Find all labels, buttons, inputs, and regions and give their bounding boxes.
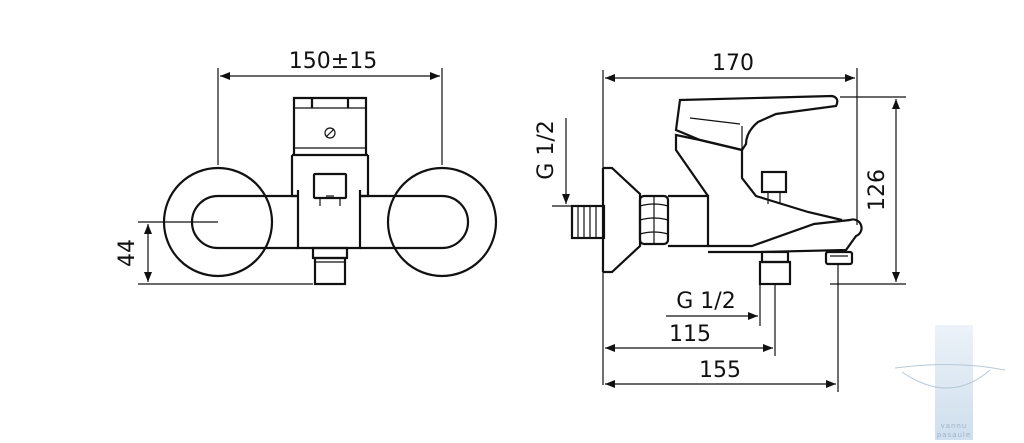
right-eccentric-connector — [360, 166, 498, 278]
side-height-dimension: 126 — [830, 96, 906, 285]
mixer-body-side — [668, 94, 863, 286]
side-height-label: 126 — [865, 169, 890, 211]
front-width-label: 150±15 — [289, 49, 377, 74]
front-width-dimension: 150±15 — [217, 49, 443, 165]
outlet-thread-dimension: G 1/2 — [666, 284, 761, 326]
outlet-dim-label: 115 — [669, 322, 711, 347]
front-height-dimension: 44 — [115, 221, 313, 285]
inlet-thread-dimension: G 1/2 — [534, 118, 572, 207]
overall-dim-label: 155 — [699, 358, 741, 383]
inlet-thread-stub — [570, 204, 606, 240]
front-height-label: 44 — [115, 239, 140, 267]
watermark-line1: vannu — [941, 422, 968, 430]
watermark-logo: vannu pasaule — [894, 325, 1006, 440]
front-view: 150±15 — [115, 49, 498, 286]
overall-dimension: 155 — [605, 264, 839, 392]
outlet-dimension: 115 — [605, 284, 776, 356]
side-depth-label: 170 — [712, 51, 754, 76]
outlet-thread-label: G 1/2 — [676, 289, 735, 314]
watermark-line2: pasaule — [937, 431, 971, 439]
inlet-thread-label: G 1/2 — [534, 120, 559, 179]
mixer-body-front — [290, 96, 370, 286]
connection-nut — [638, 194, 670, 246]
wall-flange-side — [601, 166, 642, 274]
side-view: 170 126 G 1/2 — [534, 51, 906, 392]
